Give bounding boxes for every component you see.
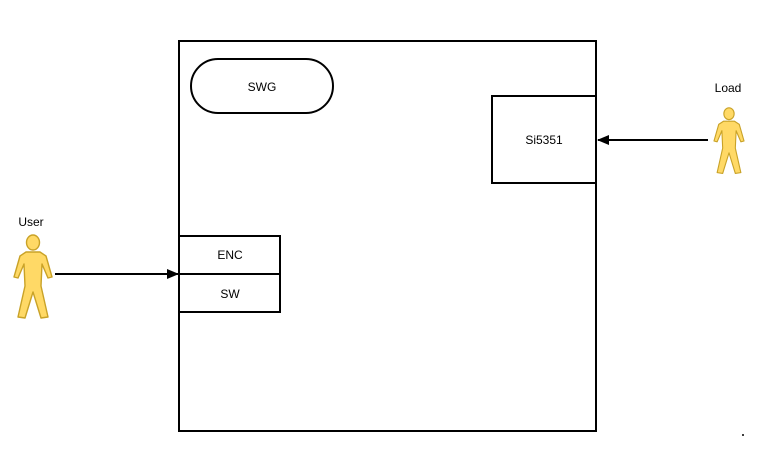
load-label: Load	[715, 81, 742, 95]
si5351-label: Si5351	[525, 133, 563, 147]
swg-node	[190, 58, 334, 114]
load-actor-icon	[713, 107, 745, 175]
stray-dot	[742, 434, 744, 436]
user-label: User	[18, 215, 43, 229]
swg-label: SWG	[248, 80, 277, 94]
sw-label: SW	[220, 287, 240, 301]
si5351-box	[491, 95, 597, 184]
user-actor-icon	[13, 234, 53, 319]
enc-label: ENC	[217, 248, 243, 262]
sw-box	[178, 273, 281, 313]
